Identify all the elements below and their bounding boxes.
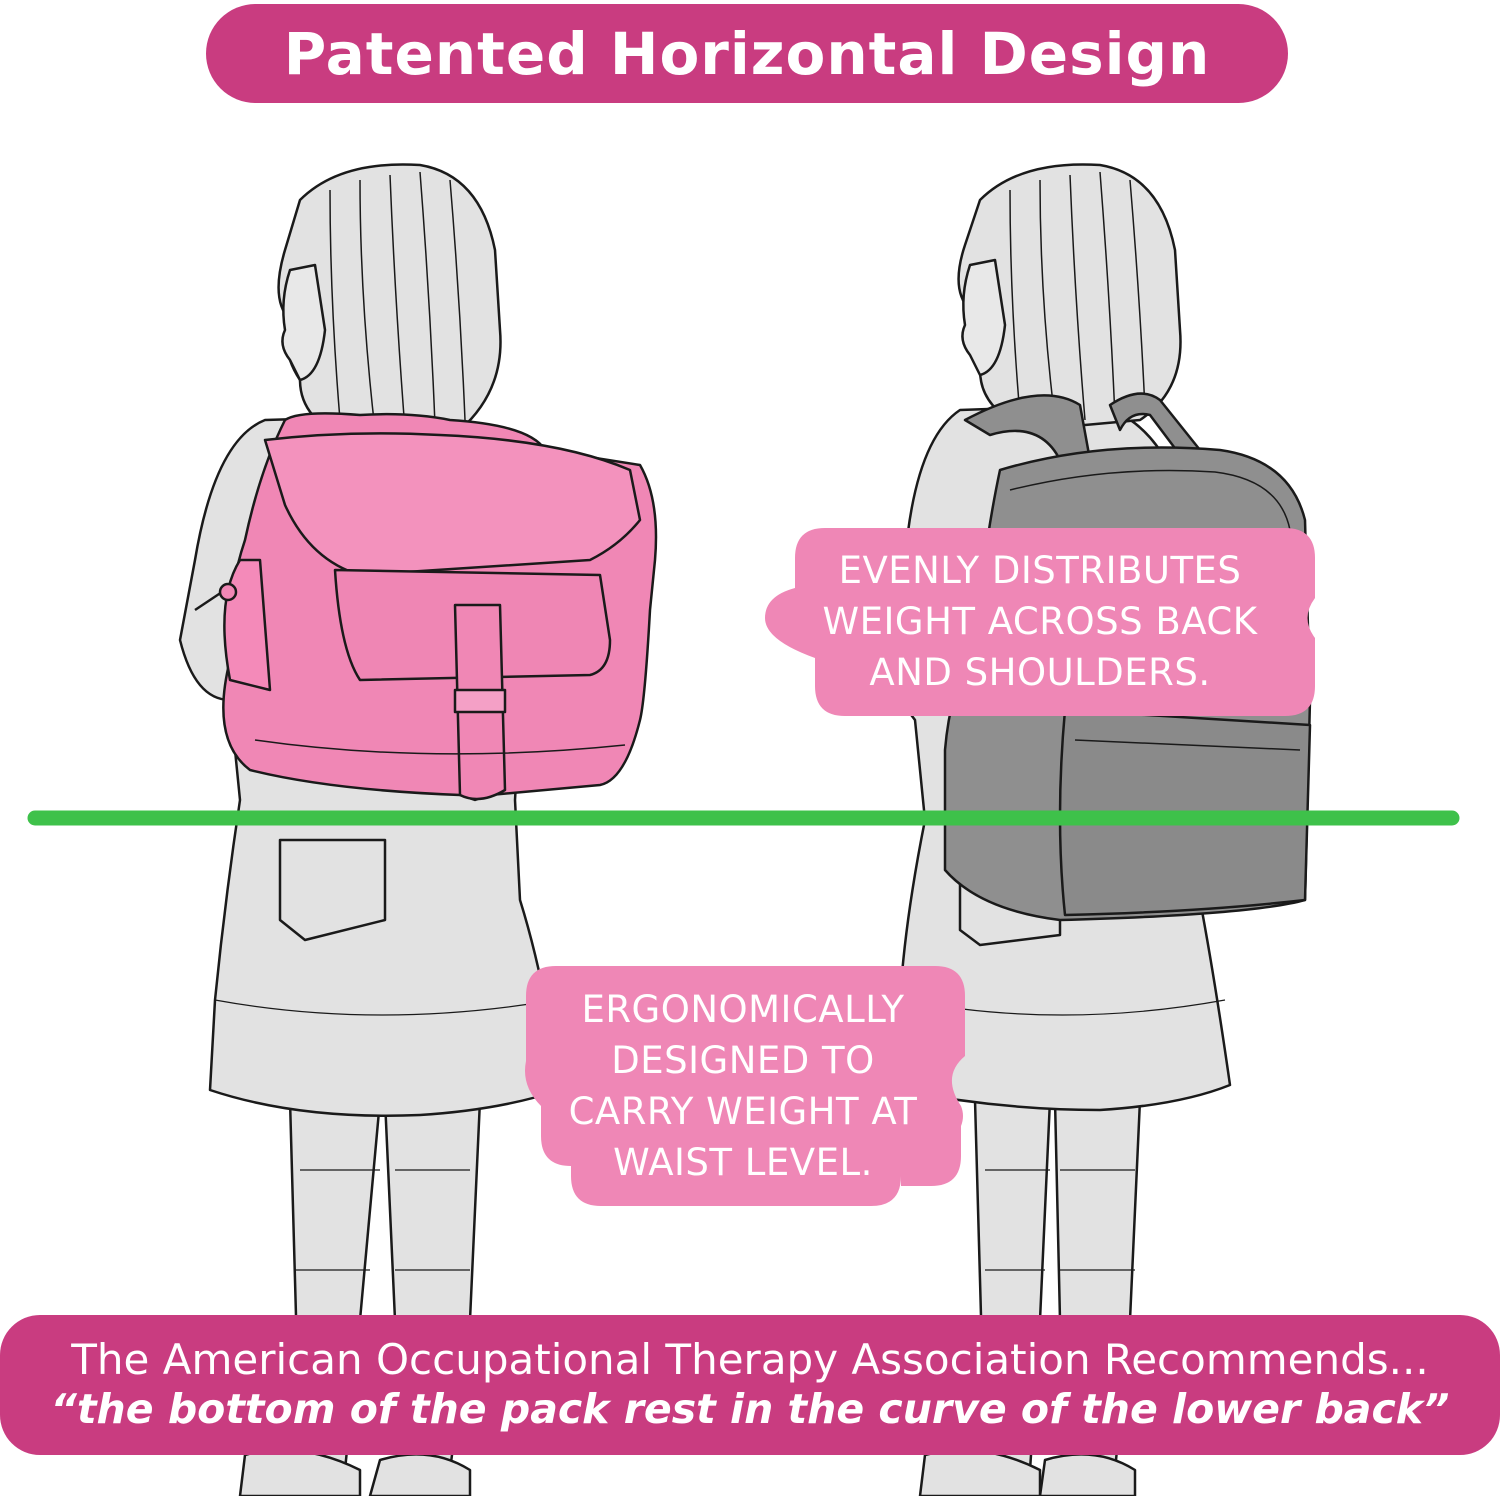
callout-distribution-bubble — [765, 528, 1315, 716]
callout-ergonomic-line-4: WAIST LEVEL. — [613, 1141, 873, 1184]
footer-recommendation: The American Occupational Therapy Associ… — [71, 1335, 1429, 1385]
callout-distribution: EVENLY DISTRIBUTES WEIGHT ACROSS BACK AN… — [765, 528, 1315, 716]
horizontal-backpack — [194, 412, 658, 802]
footer-quote: “the bottom of the pack rest in the curv… — [50, 1384, 1450, 1433]
page-title: Patented Horizontal Design — [283, 19, 1211, 88]
callout-ergonomic: ERGONOMICALLY DESIGNED TO CARRY WEIGHT A… — [521, 966, 965, 1206]
callout-ergonomic-bubble — [525, 966, 965, 1206]
callout-distribution-line-3: AND SHOULDERS. — [869, 651, 1211, 694]
callout-ergonomic-line-2: DESIGNED TO — [611, 1039, 875, 1082]
callout-distribution-line-2: WEIGHT ACROSS BACK — [822, 600, 1258, 643]
callout-distribution-line-1: EVENLY DISTRIBUTES — [838, 549, 1242, 592]
callout-ergonomic-line-1: ERGONOMICALLY — [581, 988, 905, 1031]
left-girl-figure — [178, 163, 562, 1496]
callout-ergonomic-line-3: CARRY WEIGHT AT — [568, 1090, 918, 1133]
footer-banner: The American Occupational Therapy Associ… — [0, 1315, 1500, 1455]
title-banner: Patented Horizontal Design — [206, 4, 1288, 103]
